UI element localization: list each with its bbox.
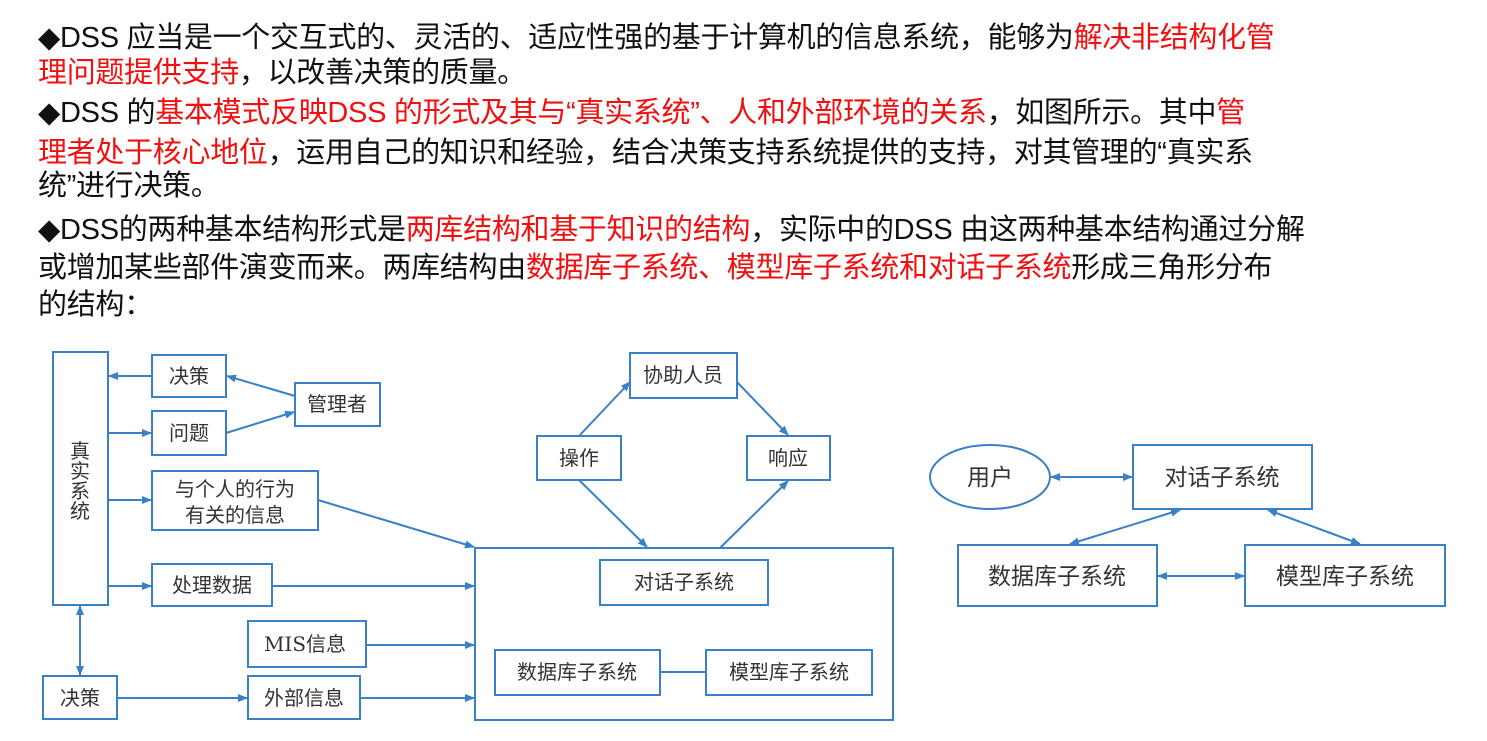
highlighted-text: 解决非结构化管 — [1073, 22, 1275, 54]
real-system-box — [52, 351, 109, 606]
mis-info-label: MIS信息 — [264, 632, 346, 656]
text-run: ，运用自己的知识和经验，结合决策支持系统提供的支持，对其管理的“真实系 — [267, 137, 1253, 169]
response-label: 响应 — [768, 446, 808, 470]
highlighted-text: 两库结构和基于知识的结构 — [405, 214, 751, 246]
external-info-box — [247, 675, 361, 720]
database-subsystem-label-2: 数据库子系统 — [988, 564, 1126, 590]
problem-label: 问题 — [169, 421, 209, 445]
decision-label: 决策 — [169, 364, 209, 388]
real-system-char: 系 — [70, 479, 90, 503]
text-line: ◆DSS 的基本模式反映DSS 的形式及其与“真实系统”、人和外部环境的关系，如… — [38, 95, 1245, 131]
text-line: ◆DSS 应当是一个交互式的、灵活的、适应性强的基于计算机的信息系统，能够为解决… — [38, 20, 1275, 56]
model-subsystem-box — [705, 649, 873, 696]
arrows — [76, 372, 789, 702]
behavior-info-box — [151, 470, 319, 531]
assistant-box — [629, 352, 738, 399]
highlighted-text: 管 — [1216, 97, 1245, 129]
dialog-subsystem-label: 对话子系统 — [634, 570, 734, 594]
model-subsystem-label-2: 模型库子系统 — [1276, 564, 1414, 590]
model-subsystem-label: 模型库子系统 — [729, 660, 849, 684]
dss-basic-mode-diagram: 真 实 系 统 决策 问题 管理者 与个人的行为 有关的信息 处理数据 MIS信… — [42, 351, 894, 721]
highlighted-text: 理问题提供支持 — [38, 57, 239, 89]
real-system-char: 实 — [70, 459, 90, 483]
highlighted-text: 理者处于核心地位 — [38, 137, 268, 169]
text-run: 或增加某些部件演变而来。两库结构由 — [38, 252, 526, 284]
text-line: 或增加某些部件演变而来。两库结构由数据库子系统、模型库子系统和对话子系统形成三角… — [38, 250, 1272, 286]
decision-box — [151, 354, 227, 398]
text-run: ，以改善决策的质量。 — [238, 57, 526, 89]
user-label: 用户 — [967, 465, 1013, 491]
dialog-subsystem-box — [599, 559, 769, 606]
manager-box — [294, 382, 381, 427]
mis-info-box — [247, 620, 367, 668]
text-run: 的结构： — [38, 289, 153, 321]
text-line: 理问题提供支持，以改善决策的质量。 — [38, 55, 526, 91]
real-system-char: 真 — [70, 439, 90, 463]
assistant-label: 协助人员 — [643, 363, 723, 387]
real-system-char: 统 — [70, 499, 90, 523]
text-line: 统”进行决策。 — [38, 168, 220, 204]
highlighted-text: 数据库子系统、模型库子系统和对话子系统 — [525, 252, 1072, 284]
database-subsystem-box-2 — [957, 544, 1158, 607]
highlighted-text: 基本模式反映DSS 的形式及其与“真实系统”、人和外部环境的关系 — [155, 97, 987, 129]
database-subsystem-box — [494, 649, 661, 696]
text-run: ◆DSS 应当是一个交互式的、灵活的、适应性强的基于计算机的信息系统，能够为 — [38, 22, 1074, 54]
model-subsystem-box-2 — [1244, 544, 1446, 607]
text-run: 形成三角形分布 — [1071, 252, 1273, 284]
behavior-info-label: 与个人的行为 — [175, 477, 295, 501]
behavior-info-label: 有关的信息 — [185, 503, 285, 527]
dialog-subsystem-box-2 — [1132, 444, 1313, 510]
two-base-structure-diagram: 用户 对话子系统 数据库子系统 模型库子系统 — [929, 444, 1446, 607]
text-line: 理者处于核心地位，运用自己的知识和经验，结合决策支持系统提供的支持，对其管理的“… — [38, 135, 1253, 171]
operation-label: 操作 — [559, 446, 599, 470]
dialog-subsystem-label-2: 对话子系统 — [1165, 465, 1280, 491]
text-run: ，实际中的DSS 由这两种基本结构通过分解 — [750, 214, 1305, 246]
text-run: ◆DSS 的 — [38, 97, 156, 129]
operation-box — [536, 435, 622, 481]
arrows-2 — [1050, 473, 1361, 580]
text-run: ，如图所示。其中 — [986, 97, 1217, 129]
database-subsystem-label: 数据库子系统 — [517, 660, 637, 684]
text-run: ◆DSS的两种基本结构形式是 — [38, 214, 406, 246]
process-data-label: 处理数据 — [172, 573, 252, 597]
decision-bottom-box — [42, 675, 118, 720]
manager-label: 管理者 — [307, 392, 367, 416]
external-info-label: 外部信息 — [264, 686, 344, 710]
text-line: ◆DSS的两种基本结构形式是两库结构和基于知识的结构，实际中的DSS 由这两种基… — [38, 212, 1305, 248]
response-box — [746, 435, 831, 481]
decision-bottom-label: 决策 — [60, 686, 100, 710]
text-line: 的结构： — [38, 287, 153, 323]
text-run: 统”进行决策。 — [38, 170, 220, 202]
